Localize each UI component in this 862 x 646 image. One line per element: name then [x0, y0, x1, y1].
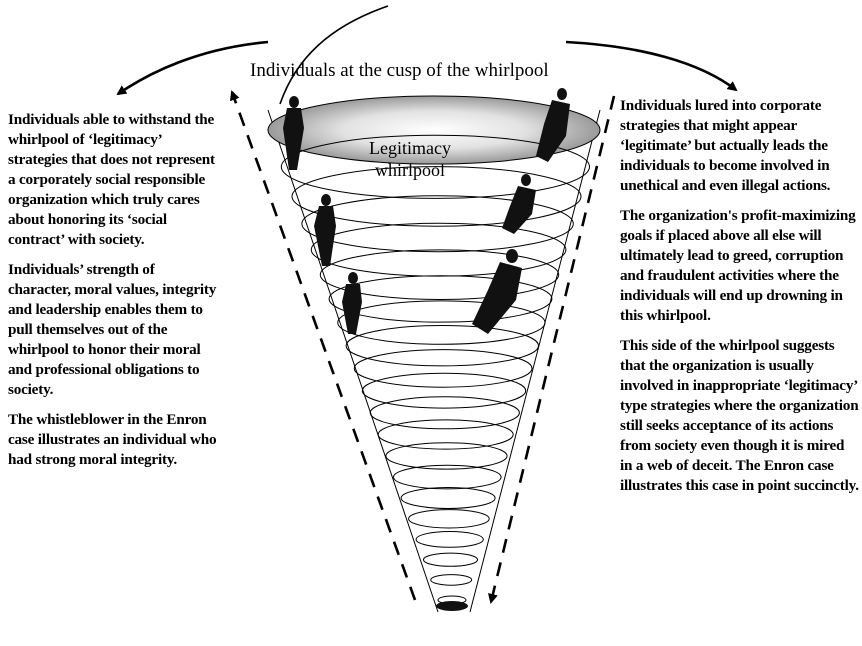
whirlpool-label: Legitimacy whirlpool: [330, 137, 490, 181]
cone-right-edge: [470, 110, 600, 612]
whirlpool-ring: [378, 420, 513, 449]
whirlpool-ring: [346, 326, 538, 366]
whirlpool-ring: [416, 532, 483, 548]
right-paragraph-2: The organization's profit-maximizing goa…: [620, 206, 860, 326]
right-paragraph-3: This side of the whirlpool suggests that…: [620, 336, 860, 496]
whirlpool-ring: [370, 397, 519, 429]
vortex-bottom: [436, 601, 468, 611]
left-paragraph-3: The whistleblower in the Enron case illu…: [8, 410, 220, 470]
whirlpool-label-line-1: Legitimacy: [330, 137, 490, 159]
silhouette-right-2: [502, 174, 536, 234]
silhouette-right-3: [472, 249, 522, 334]
whirlpool-ring: [338, 301, 545, 344]
right-paragraph-1: Individuals lured into corporate strateg…: [620, 96, 860, 196]
right-column: Individuals lured into corporate strateg…: [620, 96, 860, 506]
silhouette-left-3: [342, 272, 362, 334]
whirlpool-ring: [354, 350, 532, 388]
top-curve: [280, 6, 388, 104]
whirlpool-label-line-2: whirlpool: [330, 159, 490, 181]
left-paragraph-2: Individuals’ strength of character, mora…: [8, 260, 220, 400]
left-curved-arrow: [118, 42, 268, 94]
right-dashed-arrow: [491, 96, 614, 602]
right-curved-arrow: [566, 42, 736, 90]
left-column: Individuals able to withstand the whirlp…: [8, 110, 220, 480]
whirlpool-ring: [401, 488, 495, 509]
whirlpool-ring: [409, 510, 490, 528]
whirlpool-ring: [431, 575, 472, 586]
left-paragraph-1: Individuals able to withstand the whirlp…: [8, 110, 220, 250]
whirlpool-ring: [424, 553, 478, 566]
cone-left-edge: [268, 110, 438, 612]
diagram-title: Individuals at the cusp of the whirlpool: [250, 60, 549, 82]
